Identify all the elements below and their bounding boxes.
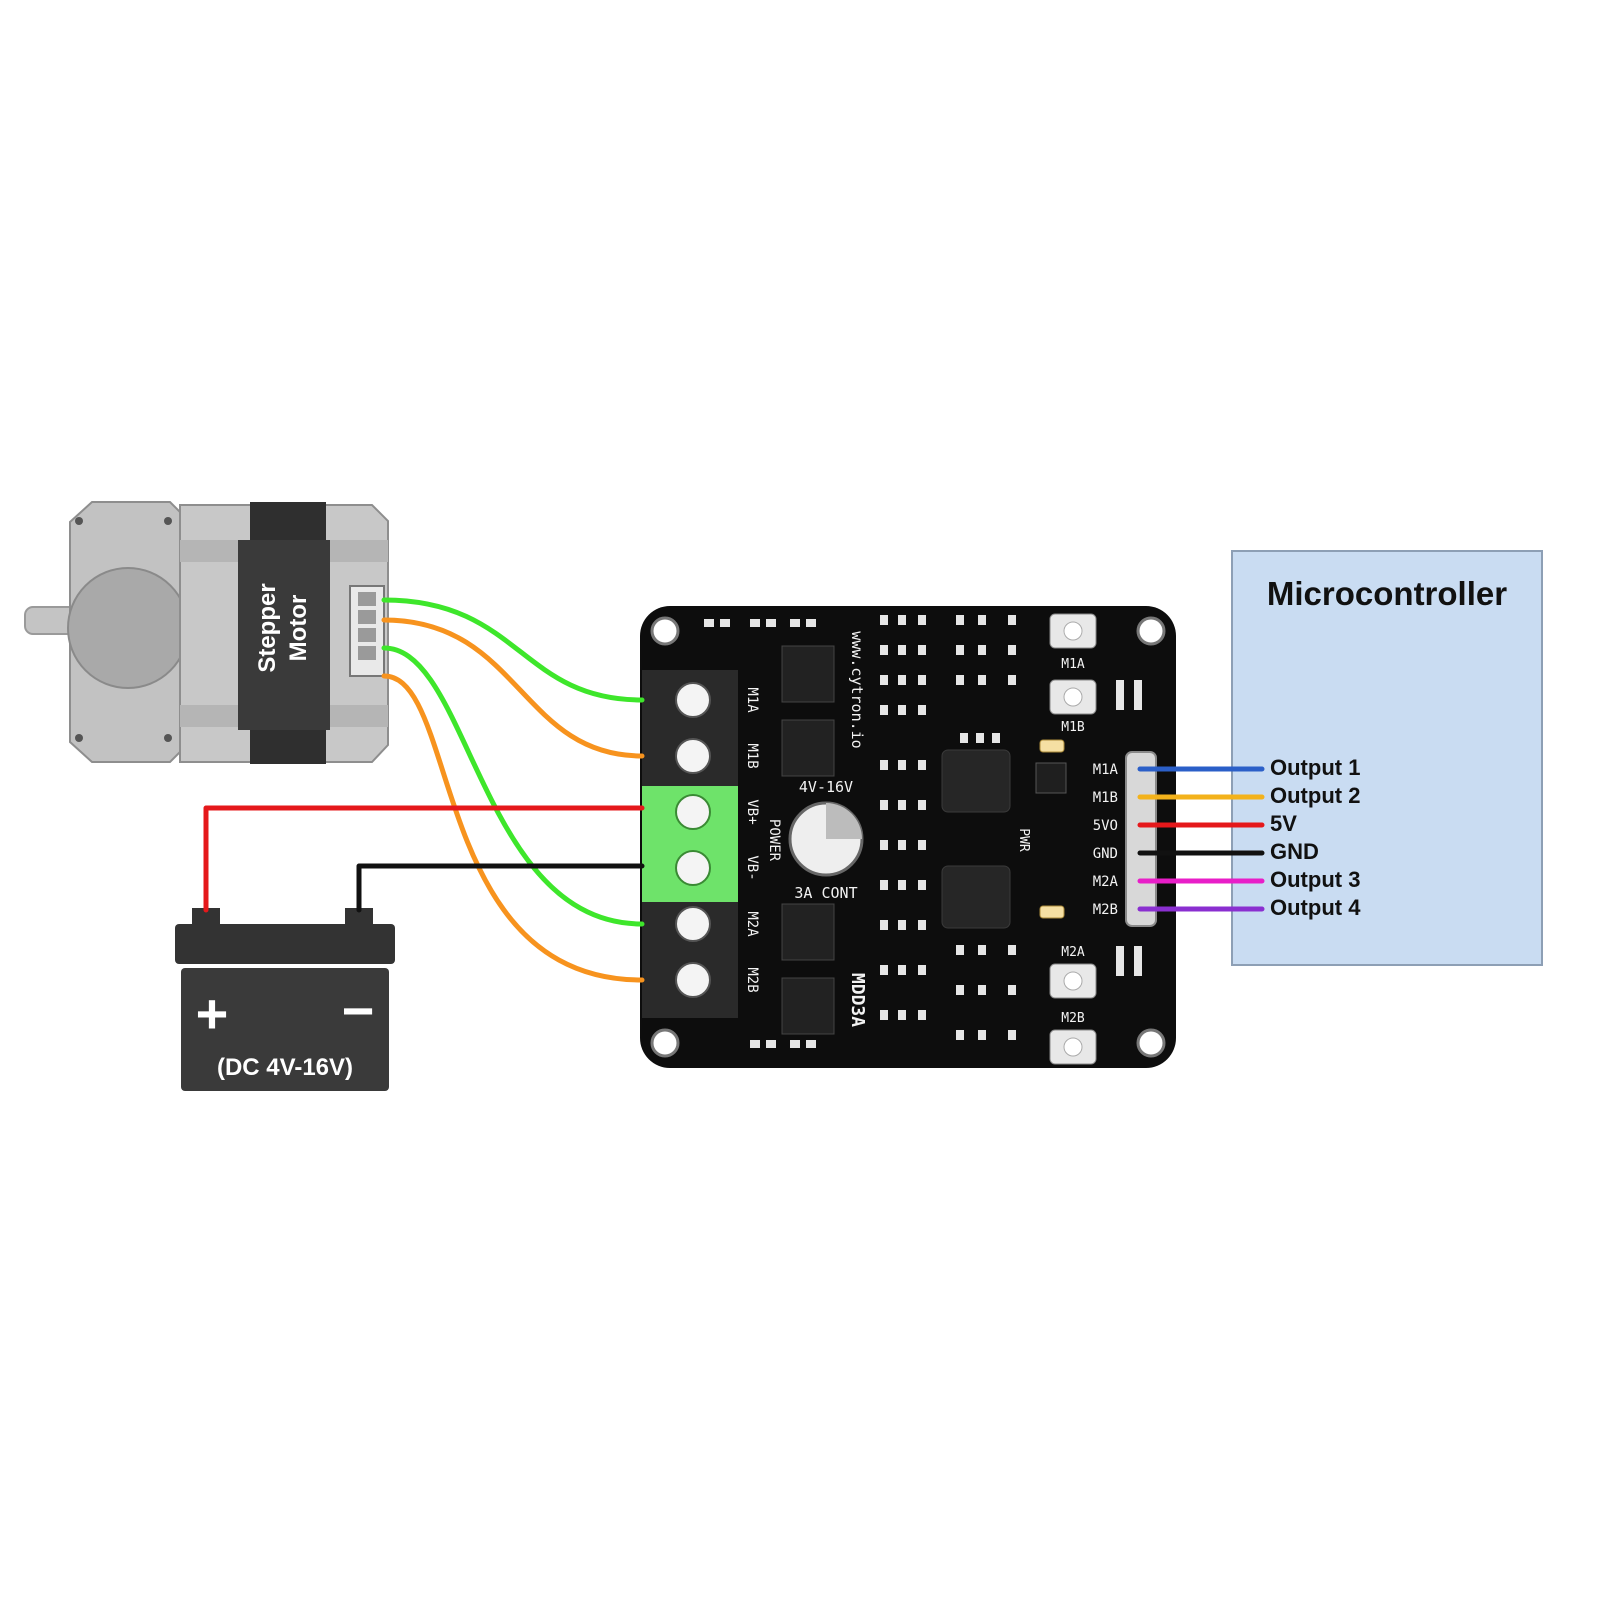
driver-chip bbox=[781, 903, 835, 961]
wire-motor-coil-a1 bbox=[381, 597, 645, 703]
button-label-m2a: M2A bbox=[1061, 945, 1085, 960]
motor-label-line2: Motor bbox=[285, 595, 312, 662]
test-buttons: M1A M1B M2A M2B bbox=[1049, 613, 1097, 1065]
terminal-screw bbox=[675, 682, 711, 718]
motor-driver-board: M1A M1B VB+ VB- M2A M2B POWER bbox=[640, 606, 1176, 1068]
mcu-pin-output-2: Output 2 bbox=[1270, 783, 1360, 808]
board-url: www.cytron.io bbox=[848, 631, 866, 748]
terminal-label-vbminus: VB- bbox=[744, 855, 760, 880]
terminal-screw bbox=[675, 906, 711, 942]
motor-hole bbox=[75, 517, 83, 525]
motor-hole bbox=[75, 734, 83, 742]
terminal-label-m2b: M2B bbox=[744, 967, 760, 992]
battery-plus-sign: + bbox=[196, 982, 229, 1045]
driver-chip bbox=[781, 645, 835, 703]
wire-battery-negative bbox=[356, 863, 645, 913]
header-label-m2b: M2B bbox=[1093, 902, 1118, 918]
board-rating: 3A CONT bbox=[794, 884, 857, 902]
battery-minus-sign: − bbox=[342, 979, 375, 1042]
terminal-label-m1b: M1B bbox=[744, 743, 760, 768]
battery: + − (DC 4V-16V) bbox=[175, 908, 395, 1091]
header-connector bbox=[1125, 751, 1157, 927]
wire-battery-positive bbox=[203, 805, 645, 913]
mcu-pin-gnd: GND bbox=[1270, 839, 1319, 864]
battery-body bbox=[181, 968, 389, 1091]
terminal-label-m2a: M2A bbox=[744, 911, 760, 937]
inductor bbox=[941, 865, 1011, 929]
terminal-label-m1a: M1A bbox=[744, 687, 760, 713]
board-model: MDD3A bbox=[847, 973, 868, 1027]
wire-motor-coil-b1 bbox=[381, 617, 645, 759]
terminal-screw bbox=[675, 850, 711, 886]
motor-label-line1: Stepper bbox=[254, 583, 281, 672]
mounting-hole bbox=[650, 616, 680, 646]
terminal-pin-labels: M1A M1B VB+ VB- M2A M2B POWER bbox=[744, 687, 782, 992]
motor-hole bbox=[164, 517, 172, 525]
battery-lid bbox=[175, 924, 395, 964]
power-label: POWER bbox=[766, 819, 782, 862]
stepper-motor: Stepper Motor bbox=[24, 501, 389, 764]
wire-motor-coil-a2 bbox=[381, 645, 645, 927]
terminal-screw bbox=[675, 962, 711, 998]
mounting-hole bbox=[650, 1028, 680, 1058]
mcu-pin-output-3: Output 3 bbox=[1270, 867, 1360, 892]
terminal-screw bbox=[675, 794, 711, 830]
regulator-chip bbox=[1035, 762, 1067, 794]
mcu-pin-output-1: Output 1 bbox=[1270, 755, 1360, 780]
motor-label-panel bbox=[238, 540, 330, 730]
motor-flange bbox=[67, 567, 189, 689]
pcb bbox=[640, 606, 1176, 1068]
inductor bbox=[941, 749, 1011, 813]
wire-motor-coil-b2 bbox=[381, 673, 645, 983]
terminal-screw bbox=[675, 738, 711, 774]
pwr-label: PWR bbox=[1016, 828, 1031, 852]
smd-components bbox=[704, 615, 1142, 1048]
button-label-m2b: M2B bbox=[1061, 1011, 1085, 1026]
terminal-label-vbplus: VB+ bbox=[744, 799, 760, 824]
header-label-5vo: 5VO bbox=[1093, 818, 1118, 834]
led-indicator bbox=[1039, 905, 1065, 919]
led-indicator bbox=[1039, 739, 1065, 753]
header-label-m2a: M2A bbox=[1093, 874, 1119, 890]
microcontroller-title: Microcontroller bbox=[1267, 575, 1507, 612]
board-voltage: 4V-16V bbox=[799, 778, 853, 796]
driver-chip bbox=[781, 977, 835, 1035]
button-label-m1a: M1A bbox=[1061, 657, 1085, 672]
driver-chip bbox=[781, 719, 835, 777]
header-label-m1a: M1A bbox=[1093, 762, 1119, 778]
mounting-hole bbox=[1136, 616, 1166, 646]
button-label-m1b: M1B bbox=[1061, 720, 1085, 735]
motor-hole bbox=[164, 734, 172, 742]
header-label-gnd: GND bbox=[1093, 846, 1118, 862]
battery-terminal-positive bbox=[192, 908, 220, 926]
microcontroller-box bbox=[1231, 550, 1543, 966]
terminal-block bbox=[642, 670, 738, 1018]
mounting-hole bbox=[1136, 1028, 1166, 1058]
microcontroller-pin-labels: Output 1 Output 2 5V GND Output 3 Output… bbox=[1270, 755, 1361, 920]
battery-voltage-label: (DC 4V-16V) bbox=[217, 1054, 353, 1081]
mcu-pin-output-4: Output 4 bbox=[1270, 895, 1361, 920]
mcu-pin-5v: 5V bbox=[1270, 811, 1297, 836]
battery-terminal-negative bbox=[345, 908, 373, 926]
wires bbox=[203, 597, 1265, 983]
microcontroller: Microcontroller Output 1 Output 2 5V GND… bbox=[1231, 550, 1543, 966]
header-label-m1b: M1B bbox=[1093, 790, 1118, 806]
